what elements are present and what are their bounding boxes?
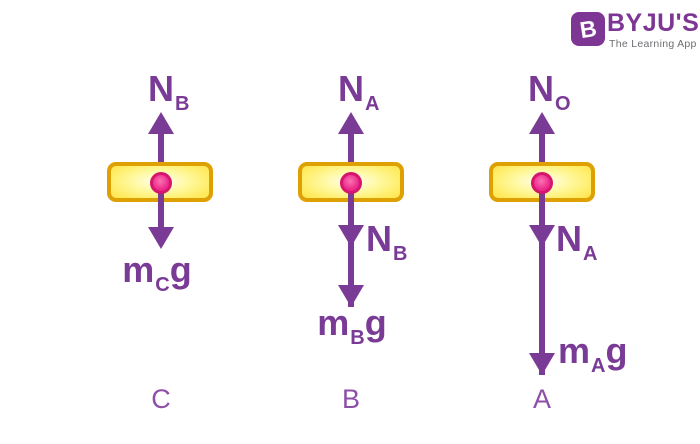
force-subscript: B xyxy=(175,93,190,115)
byjus-logo-icon-letter: B xyxy=(577,14,599,43)
gravity-symbol: g xyxy=(364,302,387,343)
diagram-b-up-arrow-shaft xyxy=(348,132,354,184)
force-subscript: A xyxy=(365,93,380,115)
mass-subscript: C xyxy=(155,274,170,296)
mass-symbol: m xyxy=(558,330,591,371)
diagram-a-down-arrow-shaft xyxy=(539,183,545,375)
diagram-a-down-arrowhead-icon xyxy=(529,353,555,375)
diagram-c-letter: C xyxy=(151,384,171,414)
diagram-c-weight-label: mCg xyxy=(122,249,192,296)
diagram-b-up-arrowhead-icon xyxy=(338,112,364,134)
byjus-tagline: The Learning App xyxy=(609,38,697,50)
mass-subscript: A xyxy=(591,355,606,377)
diagram-a-letter: A xyxy=(532,384,552,414)
force-symbol: N xyxy=(556,218,582,259)
diagram-c-up-arrow-shaft xyxy=(158,132,164,184)
mass-subscript: B xyxy=(350,327,365,349)
byjus-logo: B BYJU'S The Learning App xyxy=(571,9,700,54)
diagram-a-up-arrowhead-icon xyxy=(529,112,555,134)
force-symbol: N xyxy=(338,68,364,109)
diagram-b-mid-force-label: NB xyxy=(366,218,407,265)
diagram-c-up-arrowhead-icon xyxy=(148,112,174,134)
force-subscript: A xyxy=(583,243,598,265)
diagram-b-center-dot xyxy=(340,172,362,194)
diagram-c-down-arrow-shaft xyxy=(158,183,164,229)
diagram-b-mid-arrowhead-icon xyxy=(338,225,364,247)
force-symbol: N xyxy=(366,218,392,259)
force-subscript: B xyxy=(393,243,408,265)
diagram-b-down-arrowhead-icon xyxy=(338,285,364,307)
diagram-a-center-dot xyxy=(531,172,553,194)
diagram-a-up-force-label: NO xyxy=(528,68,571,115)
mass-symbol: m xyxy=(317,302,350,343)
diagram-c-center-dot xyxy=(150,172,172,194)
diagram-a-mid-arrowhead-icon xyxy=(529,225,555,247)
mass-symbol: m xyxy=(122,249,155,290)
diagram-b-weight-label: mBg xyxy=(317,302,387,349)
force-symbol: N xyxy=(148,68,174,109)
diagram-c-down-arrowhead-icon xyxy=(148,227,174,249)
diagram-c-up-force-label: NB xyxy=(148,68,189,115)
diagram-a-weight-label: mAg xyxy=(558,330,628,377)
gravity-symbol: g xyxy=(169,249,192,290)
diagram-b-up-force-label: NA xyxy=(338,68,379,115)
gravity-symbol: g xyxy=(605,330,628,371)
force-subscript: O xyxy=(555,93,571,115)
diagram-b-letter: B xyxy=(341,384,361,414)
force-symbol: N xyxy=(528,68,554,109)
diagram-a-mid-force-label: NA xyxy=(556,218,597,265)
byjus-wordmark: BYJU'S xyxy=(607,9,700,37)
diagram-a-up-arrow-shaft xyxy=(539,132,545,184)
byjus-logo-icon: B xyxy=(571,12,605,46)
